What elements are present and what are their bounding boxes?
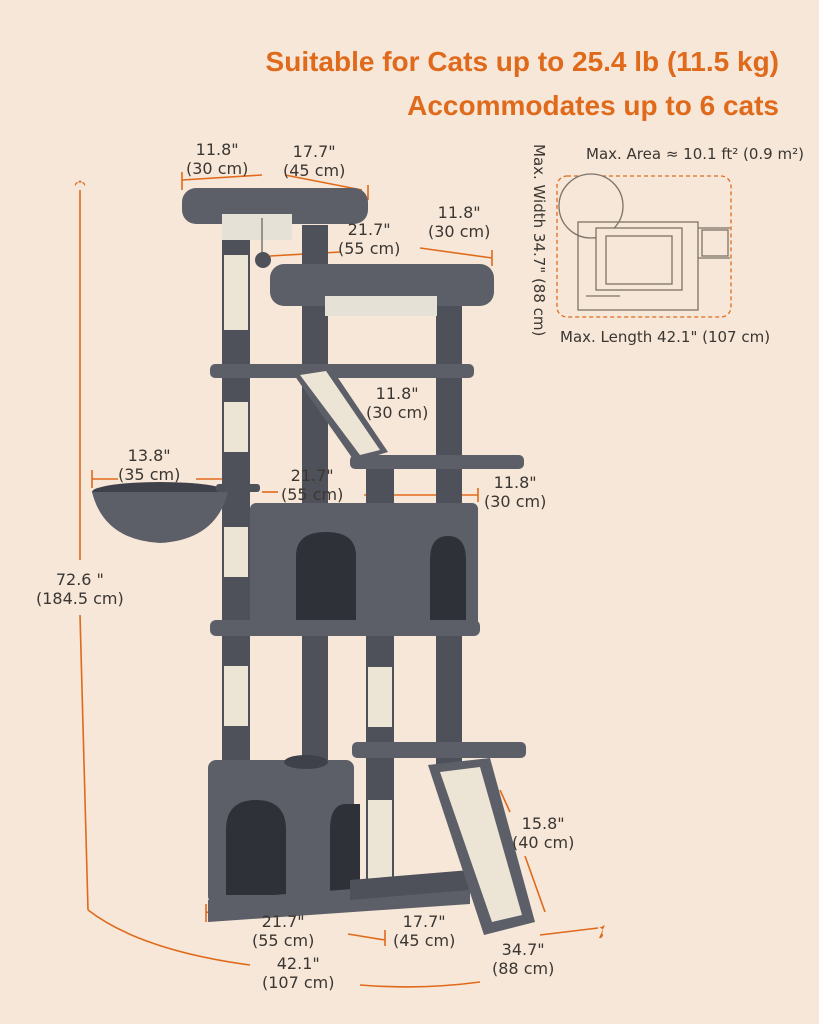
dim-condo-width: 21.7"(55 cm) [281,466,344,504]
dim-second-width: 21.7"(55 cm) [338,220,401,258]
dim-ramp-platform: 11.8"(30 cm) [366,384,429,422]
max-width-label: Max. Width 34.7" (88 cm) [530,144,548,337]
dim-ramp-length: 15.8"(40 cm) [512,814,575,852]
dim-top-depth: 11.8"(30 cm) [186,140,249,178]
dimension-lines [79,172,599,988]
cats-headline: Accommodates up to 6 cats [407,90,779,121]
cat-tree [92,188,535,935]
capacity-headline: Suitable for Cats up to 25.4 lb (11.5 kg… [265,46,779,77]
dim-height: 72.6 "(184.5 cm) [36,570,124,608]
max-area-label: Max. Area ≈ 10.1 ft² (0.9 m²) [586,145,804,163]
dim-top-width: 17.7"(45 cm) [283,142,346,180]
dim-condo-depth: 11.8"(30 cm) [484,473,547,511]
footprint-diagram [556,173,732,318]
dim-max-width: 34.7"(88 cm) [492,940,555,978]
dim-base-depth: 17.7"(45 cm) [393,912,456,950]
dim-max-length: 42.1"(107 cm) [262,954,335,992]
dim-second-depth: 11.8"(30 cm) [428,203,491,241]
dim-base-width: 21.7"(55 cm) [252,912,315,950]
dim-basket: 13.8"(35 cm) [118,446,181,484]
max-length-label: Max. Length 42.1" (107 cm) [560,328,771,346]
